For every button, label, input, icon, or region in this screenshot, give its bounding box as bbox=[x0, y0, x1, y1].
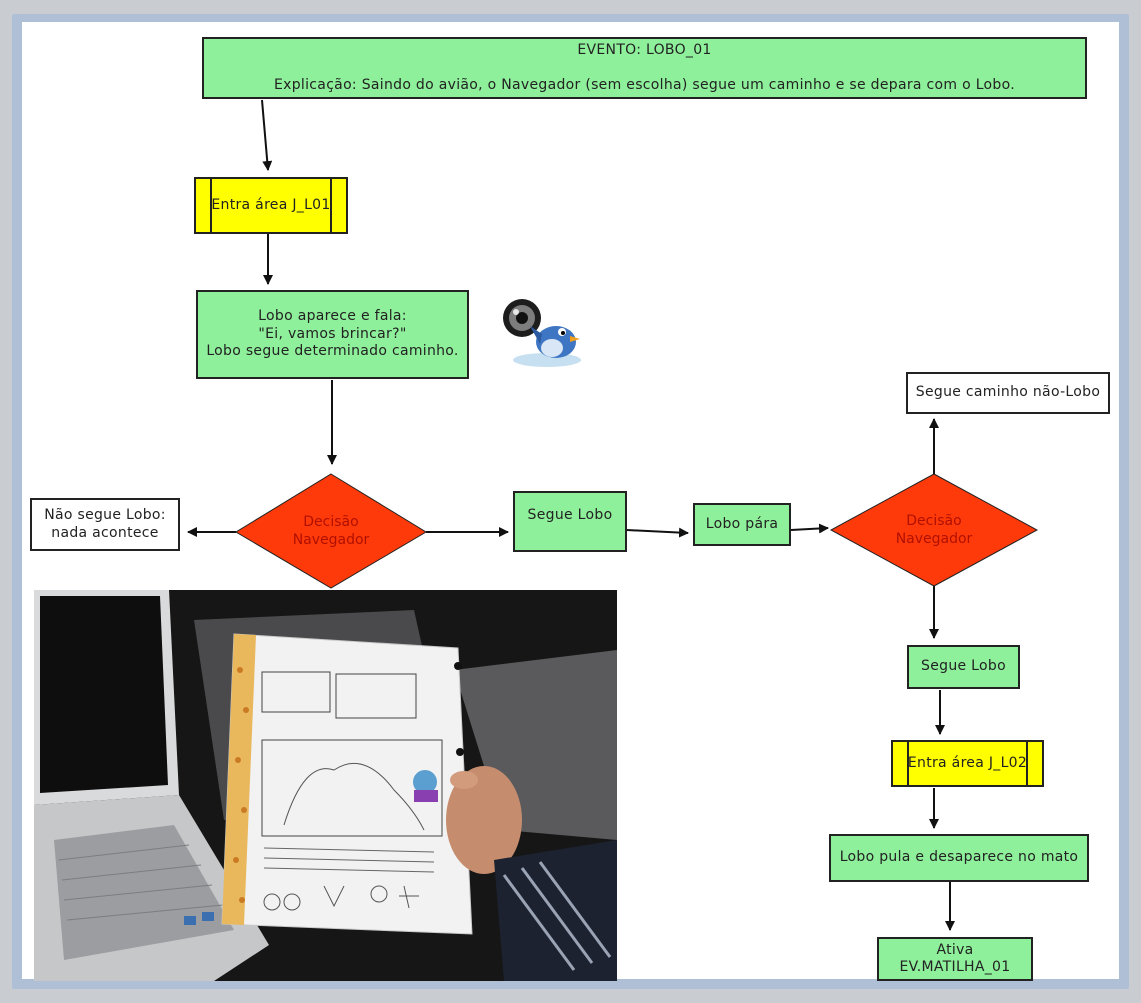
nao-segue-lobo-label: Não segue Lobo: nada acontece bbox=[44, 507, 166, 541]
area-box-jl01: Entra área J_L01 bbox=[194, 177, 348, 234]
lobo-pula-box: Lobo pula e desaparece no mato bbox=[829, 834, 1089, 882]
segue-lobo-label-2: Segue Lobo bbox=[921, 658, 1006, 675]
lobo-aparece-box: Lobo aparece e fala: "Ei, vamos brincar?… bbox=[196, 290, 469, 379]
decision-2-label: Decisão Navegador bbox=[895, 513, 973, 547]
event-explanation: Explicação: Saindo do avião, o Navegador… bbox=[274, 76, 1015, 93]
event-title: EVENTO: LOBO_01 bbox=[577, 41, 712, 58]
segue-caminho-nao-lobo-box: Segue caminho não-Lobo bbox=[906, 372, 1110, 414]
decision-diamond-2 bbox=[829, 473, 1039, 587]
area-box-jl02-label: Entra área J_L02 bbox=[907, 754, 1028, 771]
segue-lobo-box-1: Segue Lobo bbox=[513, 491, 627, 552]
lobo-pula-label: Lobo pula e desaparece no mato bbox=[839, 849, 1079, 866]
arrow-evento-to-area1 bbox=[261, 99, 273, 171]
decision-diamond-1 bbox=[235, 473, 427, 589]
ativa-matilha-label: Ativa EV.MATILHA_01 bbox=[899, 941, 1011, 976]
area-box-jl02: Entra área J_L02 bbox=[891, 740, 1044, 787]
ativa-matilha-box: Ativa EV.MATILHA_01 bbox=[877, 937, 1033, 981]
lobo-aparece-label: Lobo aparece e fala: "Ei, vamos brincar?… bbox=[206, 308, 459, 360]
storyboard-photo-illustration bbox=[34, 590, 617, 981]
speaker-bird-icon bbox=[503, 299, 581, 367]
nao-segue-lobo-box: Não segue Lobo: nada acontece bbox=[30, 498, 180, 551]
lobo-para-box: Lobo pára bbox=[693, 503, 791, 546]
area-box-jl01-label: Entra área J_L01 bbox=[211, 196, 331, 213]
segue-lobo-label-1: Segue Lobo bbox=[527, 507, 613, 523]
lobo-para-label: Lobo pára bbox=[705, 515, 779, 532]
event-header-box: EVENTO: LOBO_01 Explicação: Saindo do av… bbox=[202, 37, 1087, 99]
segue-caminho-nao-lobo-label: Segue caminho não-Lobo bbox=[915, 384, 1101, 401]
arrow-segue1-to-lobopara bbox=[626, 527, 689, 538]
segue-lobo-box-2: Segue Lobo bbox=[907, 645, 1020, 689]
arrow-lobopara-to-decisao2 bbox=[790, 523, 829, 534]
storyboard-photo bbox=[34, 590, 617, 981]
decision-1-label: Decisão Navegador bbox=[292, 514, 370, 548]
